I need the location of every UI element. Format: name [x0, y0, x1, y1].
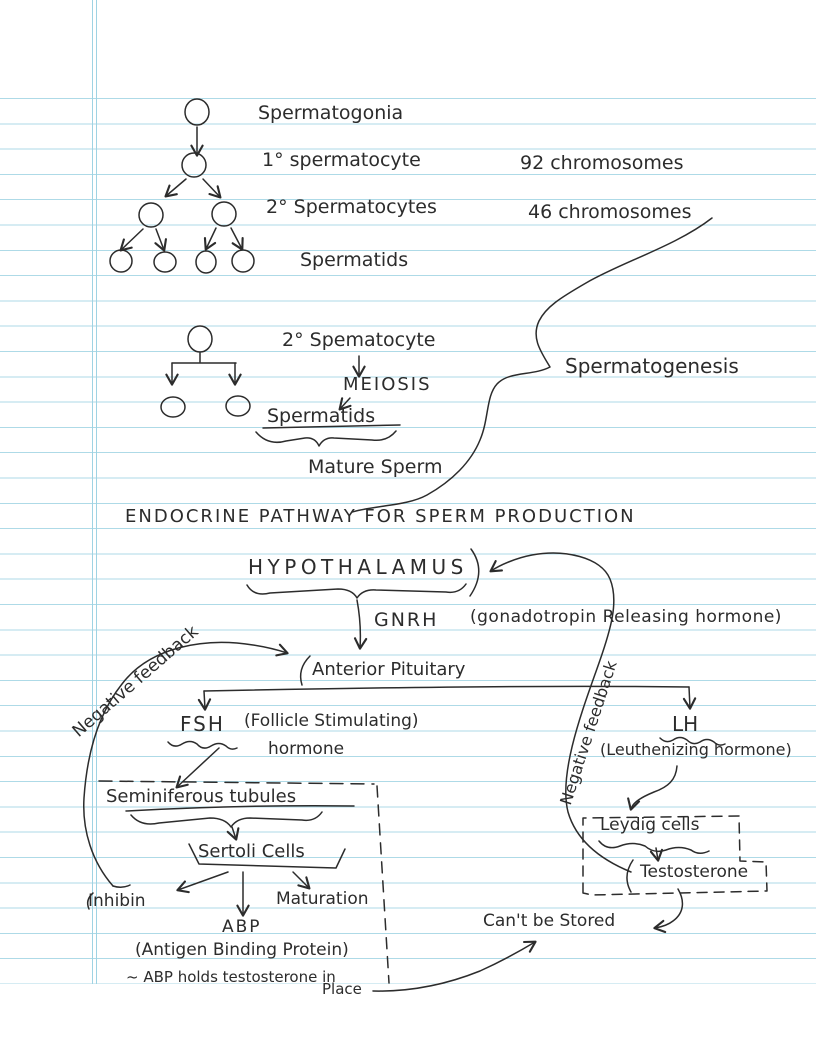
ruled-lines: [0, 98, 816, 984]
chromosomes-92-label: 92 chromosomes: [520, 152, 684, 174]
cant-be-stored-label: Can't be Stored: [483, 911, 616, 931]
secondary-spermatocytes-label: 2° Spermatocytes: [266, 196, 437, 218]
abp-note-place-label: Place: [322, 980, 362, 998]
primary-spermatocyte-label: 1° spermatocyte: [262, 149, 421, 171]
abp-label: ABP: [222, 917, 262, 937]
endocrine-pathway-strokes: [83, 548, 768, 992]
abp-full-label: (Antigen Binding Protein): [135, 940, 349, 960]
gnrh-full-label: (gonadotropin Releasing hormone): [470, 607, 782, 627]
maturation-label: Maturation: [276, 889, 369, 909]
meiosis-label: MEIOSIS: [343, 374, 432, 395]
anterior-pituitary-label: Anterior Pituitary: [312, 659, 466, 680]
chromosomes-46-label: 46 chromosomes: [528, 201, 692, 223]
mature-sperm-label: Mature Sperm: [308, 456, 443, 478]
cell-division-tree: [109, 98, 255, 274]
fsh-full-line1-label: (Follicle Stimulating): [244, 711, 419, 731]
meiosis-tree: [160, 325, 401, 447]
gnrh-label: GNRH: [374, 609, 439, 631]
secondary-spematocyte-label: 2° Spematocyte: [282, 329, 436, 351]
spermatogenesis-brace: [351, 217, 713, 513]
inhibin-label: Inhibin: [88, 891, 146, 911]
endocrine-title: ENDOCRINE PATHWAY FOR SPERM PRODUCTION: [125, 506, 636, 527]
hypothalamus-label: HYPOTHALAMUS: [248, 555, 468, 579]
fsh-full-line2-label: hormone: [268, 739, 345, 759]
fsh-label: FSH: [180, 712, 225, 736]
testosterone-label: Testosterone: [640, 862, 749, 882]
leydig-cells-label: Leydig cells: [600, 815, 700, 835]
sertoli-cells-label: Sertoli Cells: [198, 841, 305, 862]
spermatids-2-label: Spermatids: [267, 405, 376, 427]
lh-label: LH: [672, 712, 699, 736]
margin-line-left: [92, 0, 93, 984]
lh-full-label: (Leuthenizing hormone): [600, 740, 792, 759]
spermatogonia-label: Spermatogonia: [258, 102, 404, 124]
margin-line-right: [96, 0, 97, 984]
seminiferous-tubules-label: Seminiferous tubules: [106, 786, 297, 807]
abp-note-label: ~ ABP holds testosterone in: [126, 968, 336, 986]
spermatids-label: Spermatids: [300, 249, 409, 271]
spermatogenesis-label: Spermatogenesis: [565, 354, 739, 378]
